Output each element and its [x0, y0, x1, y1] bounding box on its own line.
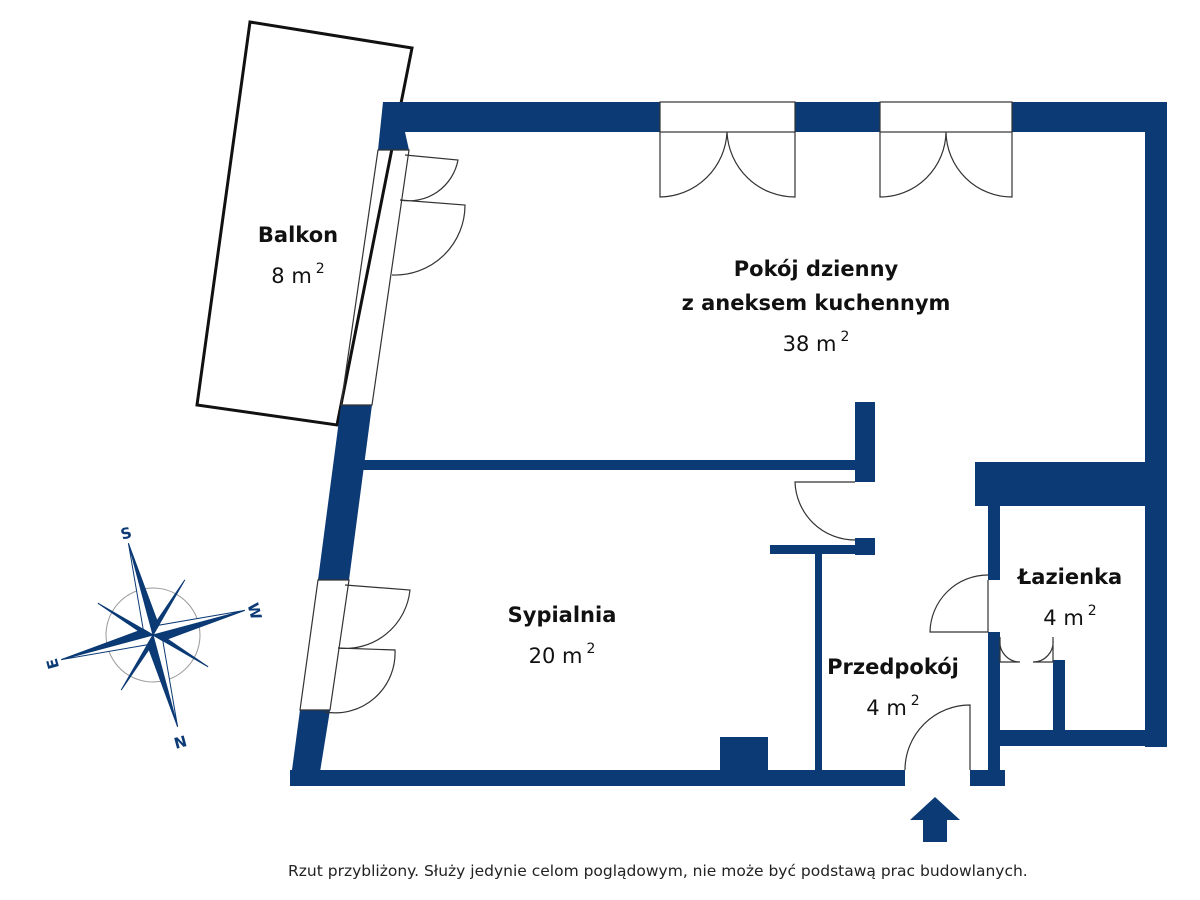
- walls: [290, 102, 1167, 786]
- doors-windows: [299, 101, 1054, 771]
- compass-s-label: S: [119, 523, 134, 543]
- compass-rose-icon: S N W E: [43, 523, 265, 752]
- compass-w-label: W: [243, 601, 265, 622]
- disclaimer-text: Rzut przybliżony. Służy jedynie celom po…: [288, 862, 1028, 880]
- entrance-arrow-icon: [910, 797, 960, 842]
- balcony-outline: [195, 20, 414, 427]
- compass-e-label: E: [43, 656, 63, 671]
- compass-n-label: N: [172, 731, 189, 752]
